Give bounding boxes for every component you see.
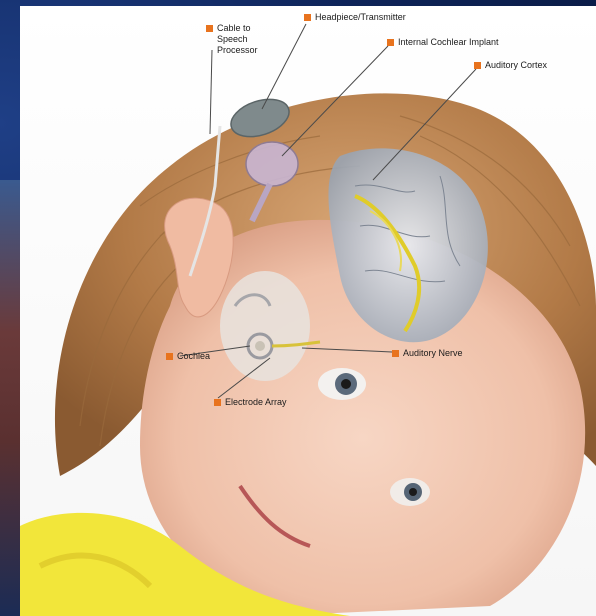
pupil-left (341, 379, 351, 389)
cochlea-center (255, 341, 265, 351)
label-marker (206, 25, 213, 32)
label-marker (214, 399, 221, 406)
label-auditory-nerve: Auditory Nerve (392, 348, 463, 359)
label-internal-cochlear-implant: Internal Cochlear Implant (387, 37, 499, 48)
label-cable-to-speech-processor: Cable to Speech Processor (206, 23, 258, 56)
label-marker (474, 62, 481, 69)
child-head-illustration (20, 6, 596, 616)
label-marker (387, 39, 394, 46)
label-marker (166, 353, 173, 360)
label-marker (304, 14, 311, 21)
label-marker (392, 350, 399, 357)
label-electrode-array: Electrode Array (214, 397, 287, 408)
label-cochlea: Cochlea (166, 351, 210, 362)
internal-implant (246, 142, 298, 186)
label-auditory-cortex: Auditory Cortex (474, 60, 547, 71)
pupil-right (409, 488, 417, 496)
cochlear-implant-illustration: Cable to Speech Processor Headpiece/Tran… (20, 6, 596, 616)
label-headpiece-transmitter: Headpiece/Transmitter (304, 12, 406, 23)
inner-ear-cutaway (220, 271, 310, 381)
